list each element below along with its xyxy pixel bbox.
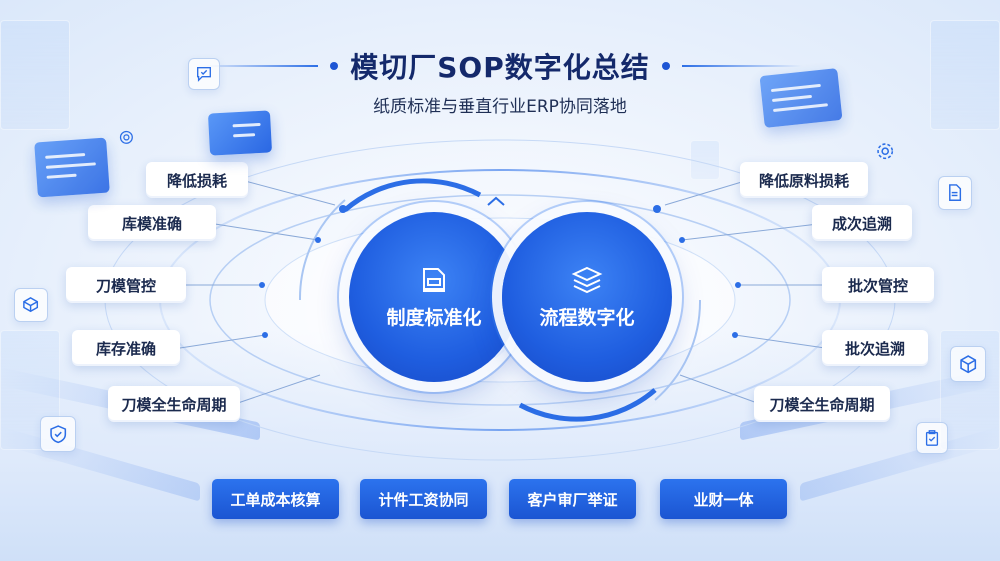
card-line xyxy=(772,103,829,112)
left-tag-3: 刀模管控 xyxy=(66,267,186,303)
bottom-button-row: 工单成本核算 计件工资协同 客户审厂举证 业财一体 xyxy=(212,479,788,519)
document-icon xyxy=(938,176,972,210)
side-panel-right-top xyxy=(930,20,1000,130)
card-line xyxy=(771,94,813,103)
button-work-order-cost[interactable]: 工单成本核算 xyxy=(212,479,339,519)
page-title: 模切厂SOP数字化总结 xyxy=(350,51,650,84)
card-line xyxy=(45,162,96,169)
title-line-right xyxy=(681,65,802,67)
button-customer-audit[interactable]: 客户审厂举证 xyxy=(509,479,636,519)
right-tag-1: 降低原料损耗 xyxy=(740,162,868,198)
page-subtitle: 纸质标准与垂直行业ERP协同落地 xyxy=(373,97,627,117)
shield-check-icon xyxy=(40,416,76,452)
title-dot-right xyxy=(661,62,670,70)
floating-card-left-small xyxy=(207,110,273,156)
right-tag-2: 成次追溯 xyxy=(812,205,912,241)
box-icon xyxy=(14,288,48,322)
right-tag-5: 刀模全生命周期 xyxy=(754,386,890,422)
document-stamp-icon xyxy=(423,267,445,292)
card-line xyxy=(45,153,86,159)
core-left-label: 制度标准化 xyxy=(386,306,482,329)
clipboard-check-icon xyxy=(916,422,948,454)
cube-icon xyxy=(950,346,986,382)
floating-card-right-large xyxy=(759,68,843,128)
gear-icon xyxy=(868,134,902,168)
target-icon xyxy=(112,123,140,151)
card-line xyxy=(770,83,821,93)
chat-check-icon xyxy=(188,58,220,90)
layers-stack-icon xyxy=(571,266,603,293)
core-left: 制度标准化 xyxy=(349,212,519,382)
left-tag-2: 库模准确 xyxy=(88,205,216,241)
button-finance-integration[interactable]: 业财一体 xyxy=(660,479,787,519)
side-panel-left-top xyxy=(0,20,70,130)
core-right-label: 流程数字化 xyxy=(539,306,635,329)
left-tag-5: 刀模全生命周期 xyxy=(108,386,240,422)
card-line xyxy=(46,173,77,179)
title-line-left xyxy=(198,65,319,67)
right-tag-3: 批次管控 xyxy=(822,267,934,303)
card-line xyxy=(233,133,256,138)
floating-card-left-large xyxy=(34,137,110,198)
left-tag-1: 降低损耗 xyxy=(146,162,248,198)
button-piece-rate-wage[interactable]: 计件工资协同 xyxy=(360,479,487,519)
card-line xyxy=(232,122,261,128)
title-dot-left xyxy=(330,62,339,70)
core-right: 流程数字化 xyxy=(502,212,672,382)
right-tag-4: 批次追溯 xyxy=(822,330,928,366)
title-row: 模切厂SOP数字化总结 xyxy=(0,46,1000,86)
left-tag-4: 库存准确 xyxy=(72,330,180,366)
